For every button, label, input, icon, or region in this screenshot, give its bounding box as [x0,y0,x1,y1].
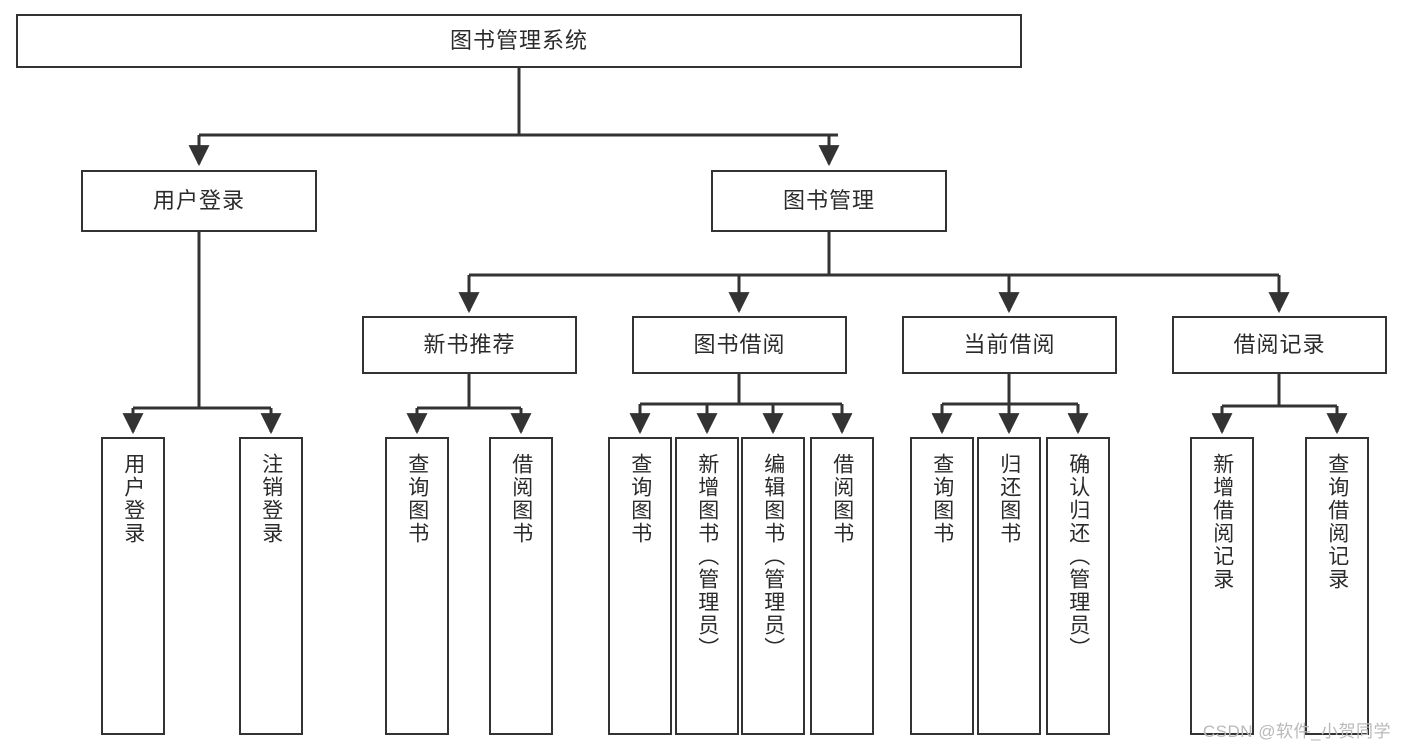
node-label: 图书管理系统 [449,27,588,53]
node-borrow-record[interactable]: 借阅记录 [1172,316,1387,374]
leaf-current-confirm-return[interactable]: 确认归还（管理员） [1046,437,1110,735]
node-label: 查询图书 [405,453,429,545]
node-current-borrow[interactable]: 当前借阅 [902,316,1117,374]
leaf-borrow-query-book[interactable]: 查询图书 [608,437,672,735]
leaf-new-book-borrow[interactable]: 借阅图书 [489,437,553,735]
node-label: 新增图书（管理员） [695,453,719,660]
leaf-record-add[interactable]: 新增借阅记录 [1190,437,1254,735]
node-book-management[interactable]: 图书管理 [711,170,947,232]
node-label: 图书借阅 [693,331,786,357]
node-label: 新书推荐 [423,331,516,357]
leaf-borrow-borrow-book[interactable]: 借阅图书 [810,437,874,735]
node-label: 当前借阅 [963,331,1056,357]
leaf-current-query-book[interactable]: 查询图书 [910,437,974,735]
node-new-book-recommend[interactable]: 新书推荐 [362,316,577,374]
leaf-borrow-edit-book[interactable]: 编辑图书（管理员） [741,437,805,735]
node-label: 注销登录 [259,453,283,545]
csdn-watermark: CSDN @软件_小贺同学 [1202,722,1391,741]
node-label: 用户登录 [121,453,145,545]
leaf-new-book-query[interactable]: 查询图书 [385,437,449,735]
node-label: 归还图书 [997,453,1021,545]
node-root[interactable]: 图书管理系统 [16,14,1022,68]
node-label: 新增借阅记录 [1210,453,1234,591]
node-book-borrow[interactable]: 图书借阅 [632,316,847,374]
node-label: 查询图书 [930,453,954,545]
node-label: 借阅图书 [830,453,854,545]
node-label: 借阅图书 [509,453,533,545]
leaf-borrow-add-book[interactable]: 新增图书（管理员） [675,437,739,735]
node-label: 用户登录 [152,187,245,213]
node-label: 确认归还（管理员） [1066,453,1090,660]
leaf-current-return-book[interactable]: 归还图书 [977,437,1041,735]
leaf-user-login-login[interactable]: 用户登录 [101,437,165,735]
node-label: 查询借阅记录 [1325,453,1349,591]
node-label: 借阅记录 [1233,331,1326,357]
leaf-record-query[interactable]: 查询借阅记录 [1305,437,1369,735]
node-label: 图书管理 [782,187,875,213]
node-user-login[interactable]: 用户登录 [81,170,317,232]
leaf-user-login-logout[interactable]: 注销登录 [239,437,303,735]
node-label: 查询图书 [628,453,652,545]
node-label: 编辑图书（管理员） [761,453,785,660]
